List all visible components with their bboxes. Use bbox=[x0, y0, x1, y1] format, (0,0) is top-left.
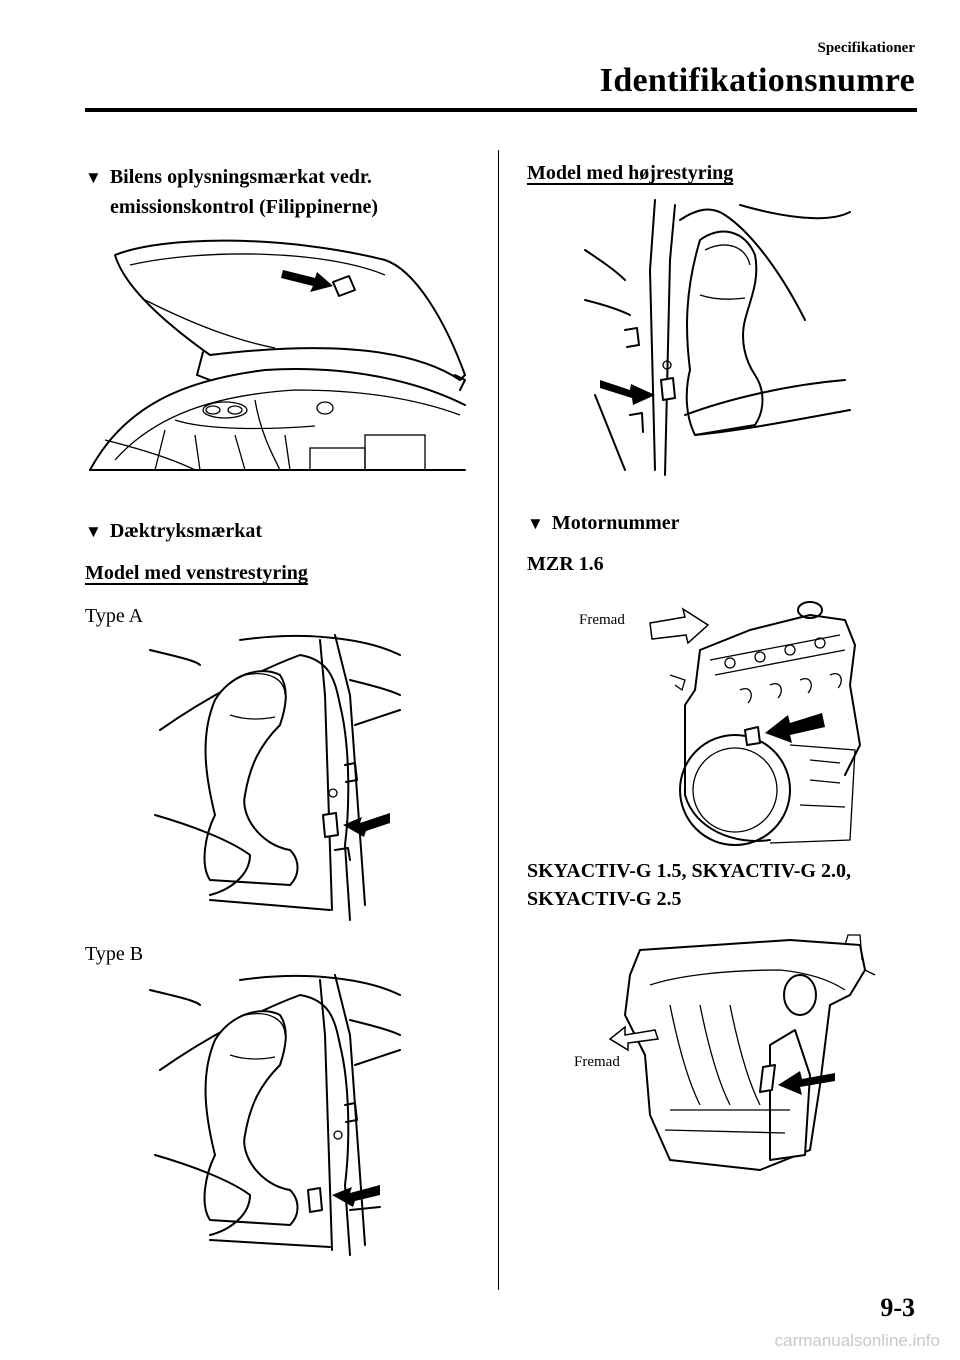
hood-open-illustration bbox=[89, 239, 466, 471]
page-number: 9-3 bbox=[880, 1293, 915, 1322]
type-a-door-illustration bbox=[149, 634, 401, 921]
page-title: Identifikationsnumre bbox=[599, 62, 915, 99]
forward-label-1: Fremad bbox=[579, 612, 625, 628]
bullet-triangle-icon: ▼ bbox=[527, 514, 544, 533]
rhd-subheading: Model med højrestyring bbox=[527, 162, 734, 184]
watermark: carmanualsonline.info bbox=[774, 1331, 940, 1350]
column-divider bbox=[498, 150, 499, 1290]
bullet-triangle-icon: ▼ bbox=[85, 168, 102, 187]
emission-label-heading: ▼Bilens oplysningsmærkat vedr. bbox=[85, 166, 372, 188]
type-a-label: Type A bbox=[85, 605, 144, 627]
mzr-label: MZR 1.6 bbox=[527, 553, 604, 575]
bullet-triangle-icon: ▼ bbox=[85, 522, 102, 541]
forward-label-2: Fremad bbox=[574, 1054, 620, 1070]
emission-label-heading-line2: emissionskontrol (Filippinerne) bbox=[110, 196, 378, 218]
engine-number-heading: ▼Motornummer bbox=[527, 512, 680, 534]
mzr-engine-illustration bbox=[649, 601, 861, 846]
header-rule bbox=[85, 108, 917, 112]
skyactiv-engine-illustration bbox=[608, 934, 876, 1171]
skyactiv-label-line2: SKYACTIV-G 2.5 bbox=[527, 888, 682, 910]
rhd-door-illustration bbox=[584, 199, 851, 476]
tire-pressure-heading: ▼Dæktryksmærkat bbox=[85, 520, 263, 542]
lhd-subheading: Model med venstrestyring bbox=[85, 562, 308, 584]
skyactiv-label-line1: SKYACTIV-G 1.5, SKYACTIV-G 2.0, bbox=[527, 860, 851, 882]
type-b-label: Type B bbox=[85, 943, 144, 965]
section-label: Specifikationer bbox=[817, 40, 916, 56]
type-b-door-illustration bbox=[149, 974, 401, 1256]
